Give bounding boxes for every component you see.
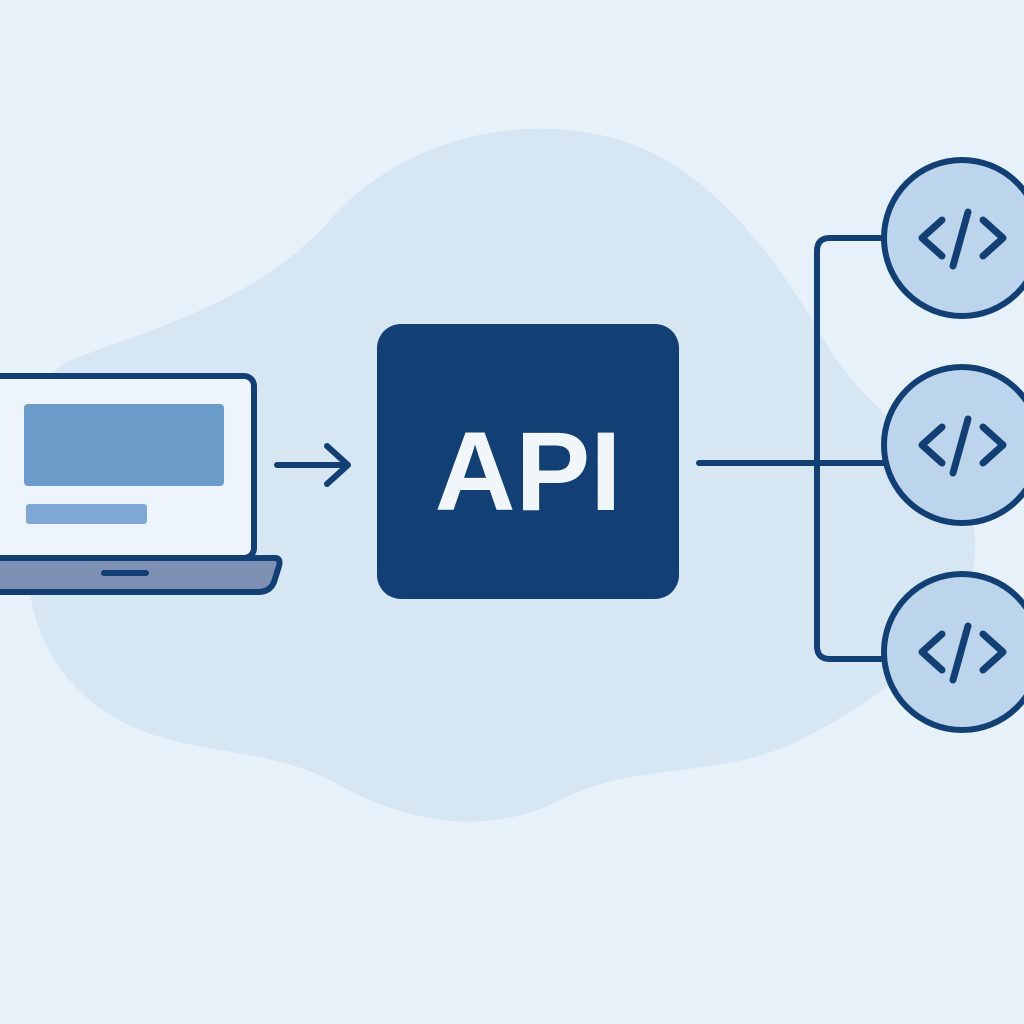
api-label: API [435, 409, 622, 534]
code-icon [918, 208, 1007, 270]
branch-bracket [814, 235, 891, 662]
endpoint-node-1 [881, 157, 1024, 319]
api-box: API [377, 324, 679, 599]
endpoint-node-2 [881, 364, 1024, 526]
laptop-screen-block [24, 404, 224, 486]
endpoint-node-3 [881, 571, 1024, 733]
endpoint-connectors [696, 235, 891, 662]
code-icon [918, 415, 1007, 477]
request-arrow [274, 443, 351, 487]
laptop-screen-bar [26, 504, 147, 524]
code-icon [918, 622, 1007, 684]
laptop-icon [0, 373, 283, 595]
